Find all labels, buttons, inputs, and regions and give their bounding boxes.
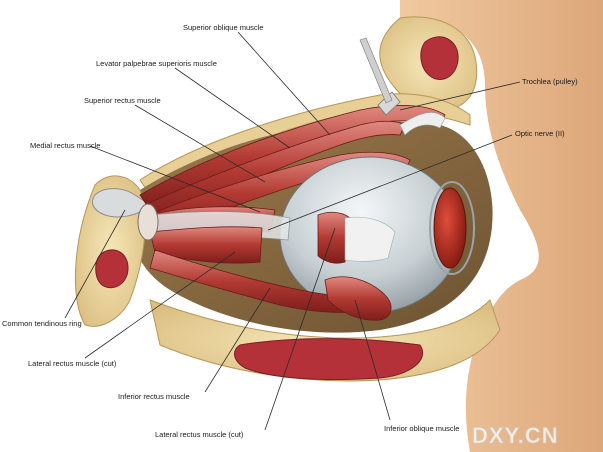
label-superior-rectus: Superior rectus muscle [84, 96, 161, 105]
lateral-rectus-cut-belly [149, 226, 263, 264]
leader-lines [64, 31, 521, 431]
label-lateral-rectus-cut: Lateral rectus muscle (cut) [28, 359, 117, 368]
label-common-ring: Common tendinous ring [2, 319, 82, 328]
common-tendinous-ring [137, 203, 159, 241]
lateral-rectus-cut-insertion [317, 211, 353, 264]
watermark: DXY.CN [472, 423, 559, 448]
label-optic-nerve: Optic nerve (II) [515, 129, 565, 138]
maxillary-sinus [234, 338, 423, 381]
sphenoid-sinus [95, 249, 129, 289]
face-skin [400, 0, 603, 452]
inferior-oblique-muscle [324, 276, 392, 321]
label-medial-rectus: Medial rectus muscle [30, 141, 100, 150]
optic-nerve-stump [92, 188, 151, 218]
label-levator: Levator palpebrae superioris muscle [96, 59, 217, 68]
label-inferior-rectus: Inferior rectus muscle [118, 392, 190, 401]
label-trochlea: Trochlea (pulley) [522, 77, 578, 86]
label-superior-oblique: Superior oblique muscle [183, 23, 263, 32]
trochlea-probe [359, 37, 393, 104]
superior-oblique-tendon [399, 112, 446, 136]
lateral-rectus-tendon [344, 216, 396, 262]
cornea-rim [429, 181, 475, 275]
frontal-sinus [420, 36, 459, 80]
label-inferior-oblique: Inferior oblique muscle [384, 424, 459, 433]
label-lateral-rectus-cut-2: Lateral rectus muscle (cut) [155, 430, 244, 439]
cornea [433, 187, 467, 269]
